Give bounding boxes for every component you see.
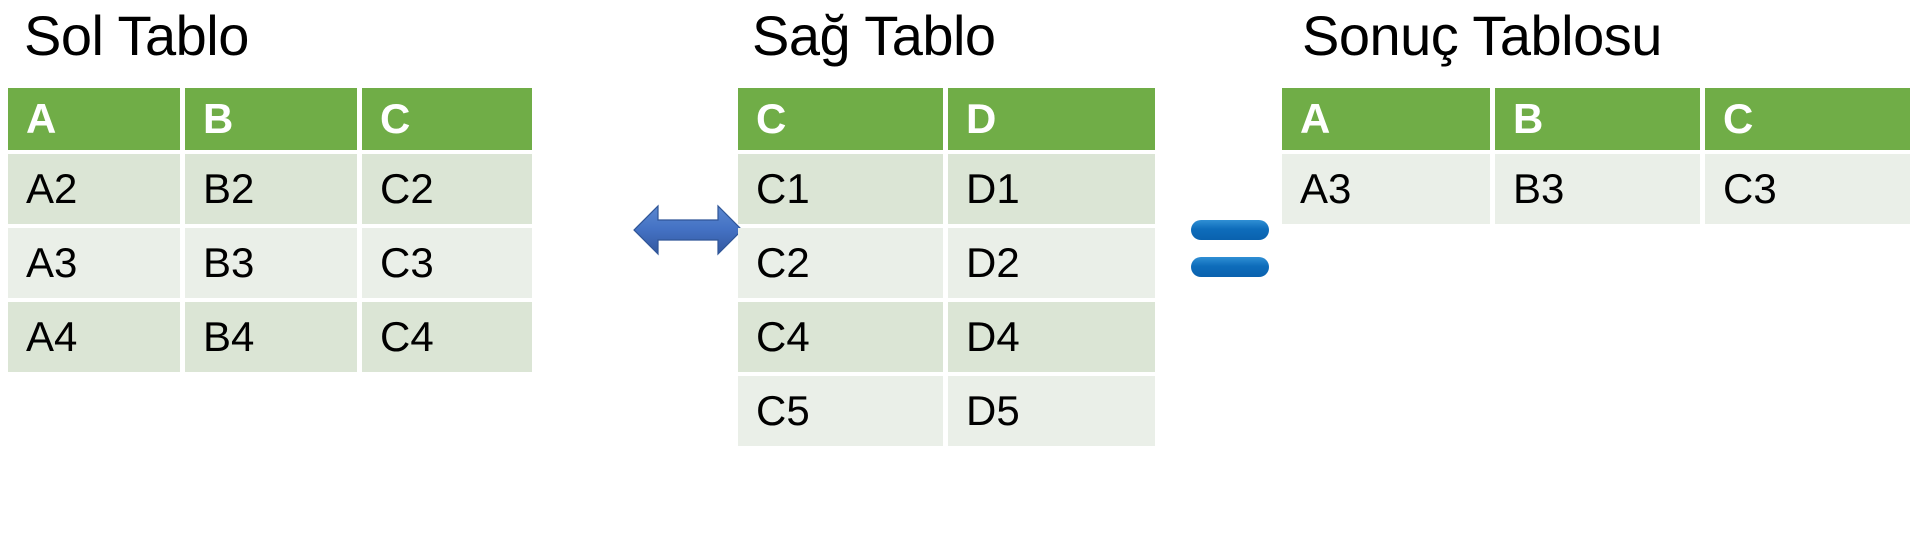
table-cell: B3 <box>185 228 357 298</box>
table-cell: D5 <box>948 376 1155 446</box>
table-cell: A3 <box>8 228 180 298</box>
table-header-row: A B C <box>8 88 532 150</box>
double-headed-arrow-icon <box>632 198 744 262</box>
right-table-title: Sonuç Tablosu <box>1302 4 1662 67</box>
middle-table-header-c: C <box>738 88 943 150</box>
table-cell: B2 <box>185 154 357 224</box>
table-cell: C5 <box>738 376 943 446</box>
table-row: A2 B2 C2 <box>8 154 532 224</box>
table-row: C1 D1 <box>738 154 1155 224</box>
equals-sign-icon <box>1191 210 1269 286</box>
table-cell: C4 <box>738 302 943 372</box>
table-cell: C3 <box>362 228 532 298</box>
table-row: C2 D2 <box>738 228 1155 298</box>
left-table-header-c: C <box>362 88 532 150</box>
left-table: A B C A2 B2 C2 A3 B3 C3 A4 B4 C4 <box>8 88 532 372</box>
table-header-row: C D <box>738 88 1155 150</box>
table-cell: C2 <box>362 154 532 224</box>
table-cell: C1 <box>738 154 943 224</box>
middle-table: C D C1 D1 C2 D2 C4 D4 C5 D5 <box>738 88 1155 446</box>
table-cell: B4 <box>185 302 357 372</box>
table-row: C4 D4 <box>738 302 1155 372</box>
table-cell: A4 <box>8 302 180 372</box>
table-row: A3 B3 C3 <box>8 228 532 298</box>
table-header-row: A B C <box>1282 88 1910 150</box>
right-table: A B C A3 B3 C3 <box>1282 88 1910 224</box>
left-table-header-a: A <box>8 88 180 150</box>
table-cell: A3 <box>1282 154 1490 224</box>
left-table-header-b: B <box>185 88 357 150</box>
middle-table-header-d: D <box>948 88 1155 150</box>
table-cell: D1 <box>948 154 1155 224</box>
equals-bar-top <box>1191 219 1269 240</box>
table-cell: D2 <box>948 228 1155 298</box>
table-cell: C2 <box>738 228 943 298</box>
table-cell: D4 <box>948 302 1155 372</box>
table-row: C5 D5 <box>738 376 1155 446</box>
table-cell: A2 <box>8 154 180 224</box>
left-table-title: Sol Tablo <box>24 4 249 67</box>
right-table-header-b: B <box>1495 88 1700 150</box>
equals-bar-bottom <box>1191 256 1269 277</box>
table-cell: C3 <box>1705 154 1910 224</box>
right-table-header-c: C <box>1705 88 1910 150</box>
right-table-header-a: A <box>1282 88 1490 150</box>
table-row: A3 B3 C3 <box>1282 154 1910 224</box>
middle-table-title: Sağ Tablo <box>752 4 996 67</box>
table-cell: B3 <box>1495 154 1700 224</box>
table-row: A4 B4 C4 <box>8 302 532 372</box>
table-cell: C4 <box>362 302 532 372</box>
